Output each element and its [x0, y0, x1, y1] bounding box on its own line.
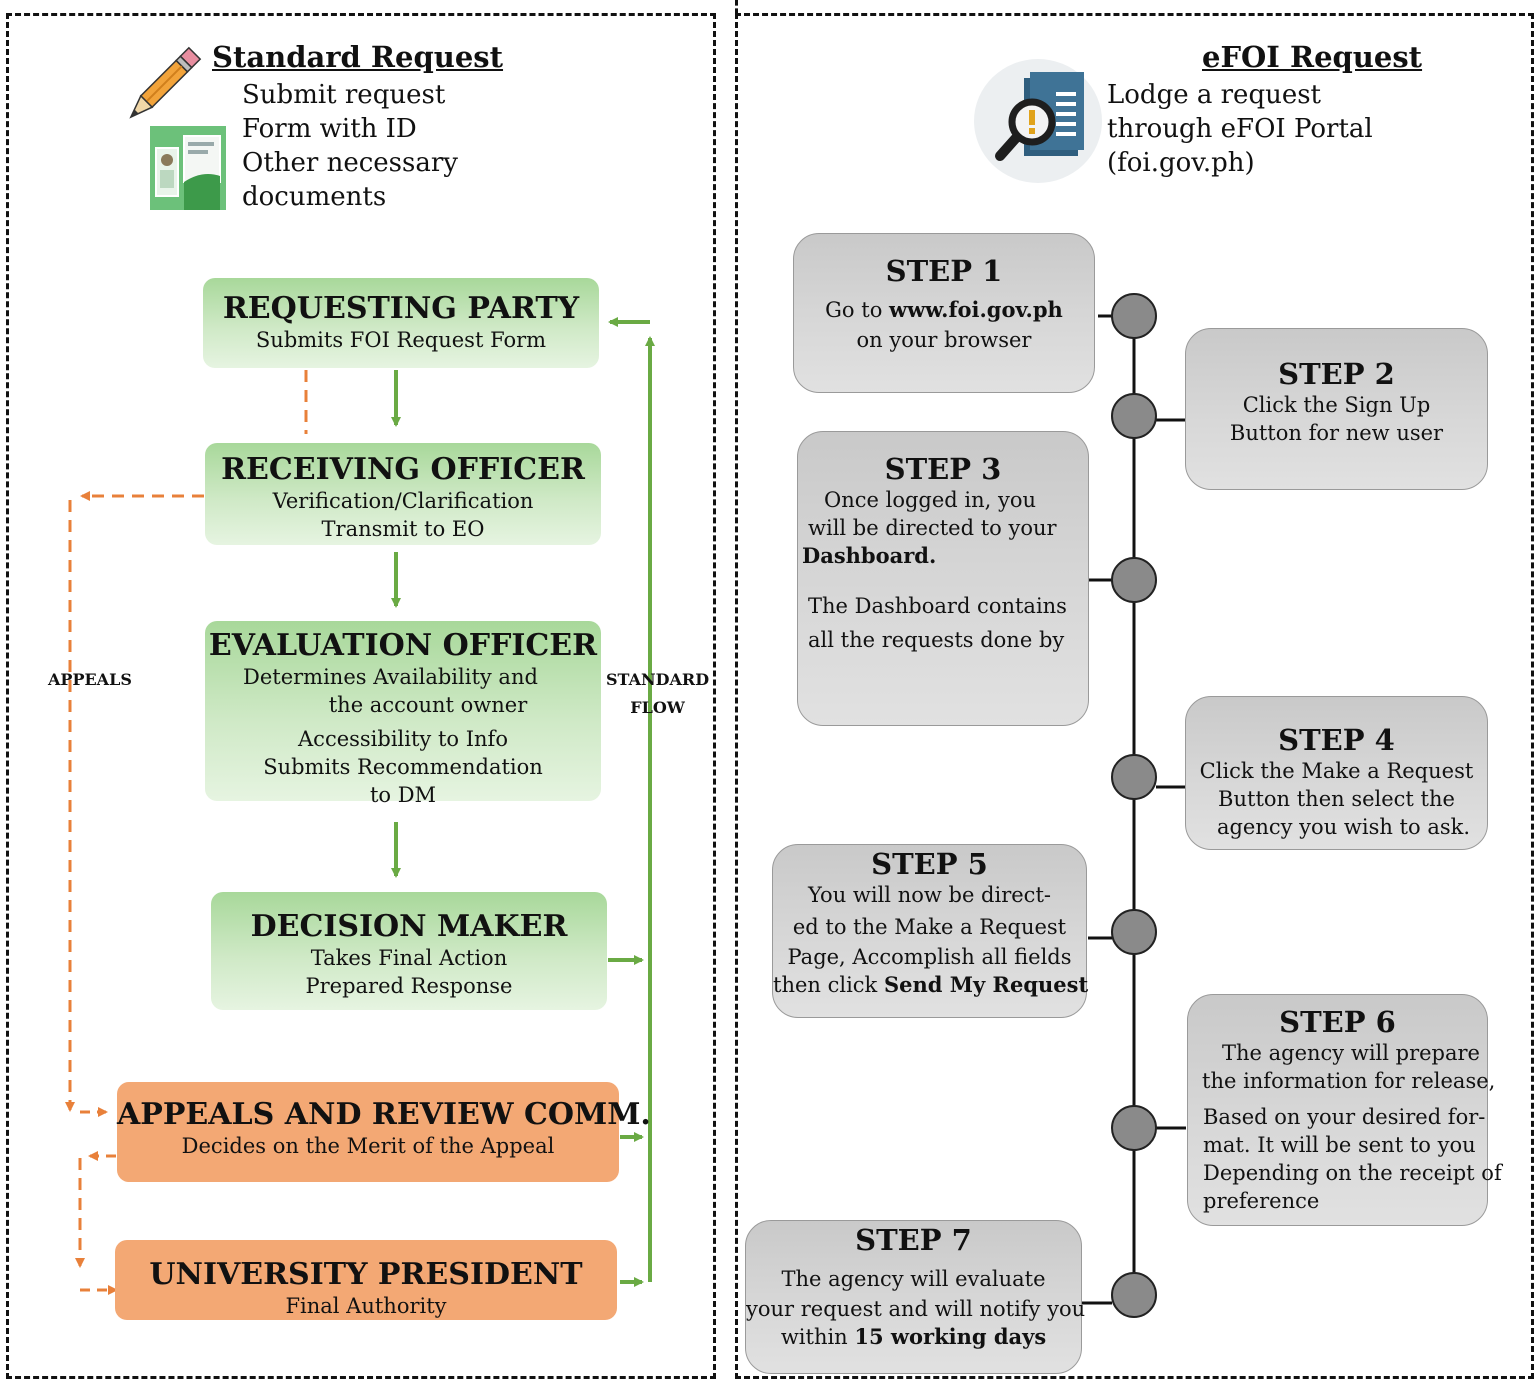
step-line: Once logged in, you	[824, 488, 1037, 512]
box-line: Submits FOI Request Form	[255, 328, 547, 352]
step-line: agency you wish to ask.	[1216, 815, 1471, 839]
appeals-label: APPEALS	[48, 670, 132, 689]
efoi-request-panel	[735, 13, 1534, 1379]
step-bold-text: 15 working days	[854, 1324, 1047, 1349]
evaluation-officer-box: EVALUATION OFFICER Determines Availabili…	[205, 621, 601, 807]
step-title: STEP 4	[1278, 723, 1395, 757]
step-1-card: STEP 1 Go to www.foi.gov.ph on your brow…	[793, 233, 1095, 393]
standard-request-intro: Submit request Form with ID Other necess…	[242, 78, 458, 214]
step-title: STEP 5	[871, 847, 988, 881]
intro-line: (foi.gov.ph)	[1107, 148, 1255, 178]
step-line: The Dashboard contains	[808, 594, 1067, 618]
step-line: Go to www.foi.gov.ph	[794, 296, 1094, 324]
intro-line: Lodge a request	[1107, 80, 1322, 110]
box-line: Decides on the Merit of the Appeal	[181, 1134, 555, 1158]
step-text: Go to	[825, 298, 890, 322]
box-title: EVALUATION OFFICER	[208, 628, 598, 663]
step-line: Button for new user	[1229, 421, 1444, 445]
step-line: Click the Sign Up	[1242, 393, 1431, 417]
timeline-node-6	[1111, 1105, 1157, 1151]
timeline-node-2	[1111, 393, 1157, 439]
box-title: RECEIVING OFFICER	[221, 452, 585, 487]
step-2-card: STEP 2 Click the Sign Up Button for new …	[1185, 328, 1488, 490]
step-line: The agency will evaluate	[781, 1267, 1046, 1291]
step-line: mat. It will be sent to you	[1203, 1133, 1476, 1157]
intro-line: Form with ID	[242, 114, 417, 144]
step-line: the information for release,	[1202, 1069, 1496, 1093]
box-title: REQUESTING PARTY	[222, 291, 580, 326]
box-line: Determines Availability and	[243, 665, 538, 689]
step-title: STEP 3	[884, 452, 1002, 486]
step-line: Button then select the	[1218, 787, 1455, 811]
standard-request-heading: Standard Request	[212, 40, 504, 74]
step-line: preference	[1203, 1189, 1320, 1213]
box-line: Takes Final Action	[310, 946, 508, 970]
receiving-officer-box: RECEIVING OFFICER Verification/Clarifica…	[205, 443, 601, 545]
timeline-node-1	[1111, 293, 1157, 339]
step-4-card: STEP 4 Click the Make a Request Button t…	[1185, 696, 1488, 850]
box-line: Prepared Response	[305, 974, 513, 998]
appeals-review-committee-box: APPEALS AND REVIEW COMM. Decides on the …	[117, 1082, 651, 1182]
box-line: to DM	[369, 783, 437, 807]
step-line: then click Send My Request	[773, 971, 1089, 999]
standard-flow-label-line: STANDARD	[606, 670, 710, 689]
step-title: STEP 6	[1279, 1005, 1396, 1039]
intro-line: documents	[242, 182, 387, 212]
step-bold-text: Send My Request	[883, 972, 1089, 997]
requesting-party-box: REQUESTING PARTY Submits FOI Request For…	[203, 278, 599, 368]
box-line: Verification/Clarification	[272, 489, 534, 513]
step-6-card: STEP 6 The agency will prepare the infor…	[1187, 994, 1502, 1226]
box-line: Final Authority	[285, 1294, 447, 1318]
intro-line: through eFOI Portal	[1107, 114, 1373, 144]
step-bold-text: Dashboard.	[802, 543, 937, 568]
pencil-icon	[116, 38, 208, 134]
intro-line: Other necessary	[242, 148, 458, 178]
step-line: on your browser	[856, 328, 1032, 352]
efoi-request-intro: Lodge a request through eFOI Portal (foi…	[1107, 78, 1373, 180]
step-line: Dashboard.	[798, 542, 1088, 570]
step-7-card: STEP 7 The agency will evaluate your req…	[745, 1220, 1086, 1374]
step-line: ed to the Make a Request	[792, 915, 1067, 939]
step-line: Depending on the receipt of	[1203, 1161, 1502, 1185]
timeline-node-4	[1111, 754, 1157, 800]
step-text: then click	[773, 973, 884, 997]
step-line: will be directed to your	[808, 516, 1057, 540]
step-3-card: STEP 3 Once logged in, you will be direc…	[797, 431, 1089, 726]
timeline-node-7	[1111, 1272, 1157, 1318]
magnifier-document-icon	[972, 58, 1102, 184]
box-title: UNIVERSITY PRESIDENT	[149, 1257, 583, 1292]
box-line: Submits Recommendation	[263, 755, 543, 779]
intro-line: Submit request	[242, 80, 446, 110]
standard-request-panel	[6, 13, 716, 1379]
step-5-card: STEP 5 You will now be direct- ed to the…	[772, 844, 1089, 1018]
step-title: STEP 7	[855, 1223, 972, 1257]
step-line: Based on your desired for-	[1203, 1105, 1486, 1129]
step-title: STEP 2	[1278, 357, 1395, 391]
box-line: Transmit to EO	[321, 517, 485, 541]
step-line: your request and will notify you	[746, 1297, 1086, 1321]
id-documents-icon	[150, 126, 226, 210]
step-url: www.foi.gov.ph	[889, 297, 1063, 322]
timeline-node-3	[1111, 557, 1157, 603]
box-title: APPEALS AND REVIEW COMM.	[117, 1097, 651, 1132]
step-line: within 15 working days	[746, 1323, 1081, 1351]
timeline-node-5	[1111, 909, 1157, 955]
efoi-request-heading: eFOI Request	[1202, 40, 1423, 74]
step-title: STEP 1	[885, 254, 1003, 288]
step-line: Click the Make a Request	[1199, 759, 1474, 783]
step-line: all the requests done by	[808, 628, 1065, 652]
box-title: DECISION MAKER	[250, 909, 568, 944]
step-line: You will now be direct-	[808, 883, 1051, 907]
step-text: within	[780, 1325, 855, 1349]
university-president-box: UNIVERSITY PRESIDENT Final Authority	[115, 1240, 617, 1320]
standard-flow-label: STANDARD FLOW	[606, 666, 709, 722]
box-line: the account owner	[328, 693, 528, 717]
step-line: The agency will prepare	[1222, 1041, 1480, 1065]
step-line: Page, Accomplish all fields	[787, 945, 1072, 969]
standard-flow-label-line: FLOW	[630, 698, 685, 717]
box-line: Accessibility to Info	[298, 727, 508, 751]
decision-maker-box: DECISION MAKER Takes Final Action Prepar…	[211, 892, 607, 1010]
panel-top-divider	[735, 0, 738, 14]
